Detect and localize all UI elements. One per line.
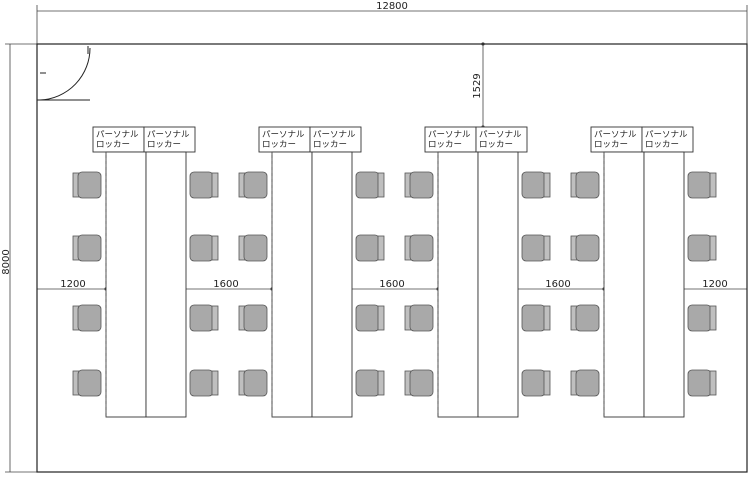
chair [355,369,385,397]
chair [570,369,600,397]
desk [643,151,685,418]
locker-label-line2: ロッカー [96,140,130,150]
chair [72,234,102,262]
chair [687,369,717,397]
chair [189,304,219,332]
locker-label-line2: ロッカー [262,140,296,150]
chair [687,171,717,199]
locker-label-line1: パーソナル [147,130,190,140]
chair [72,304,102,332]
chair [404,369,434,397]
dim-gap-3: 1600 [545,279,570,290]
chair [521,369,551,397]
dim-margin-left: 1200 [60,279,85,290]
chair [404,171,434,199]
door-symbol [37,46,91,101]
desk [145,151,187,418]
desk [311,151,353,418]
chair [189,171,219,199]
chair [238,304,268,332]
chair [521,304,551,332]
chair [238,234,268,262]
chair [687,304,717,332]
desk [271,151,313,418]
locker-label-line1: パーソナル [428,130,471,140]
chair [404,304,434,332]
chair [570,304,600,332]
dim-aisle-top: 1529 [472,73,483,98]
locker-label-line1: パーソナル [96,130,139,140]
chair [355,171,385,199]
chair [355,304,385,332]
chair [687,234,717,262]
locker-label-line1: パーソナル [645,130,688,140]
chair [72,369,102,397]
locker-label-line2: ロッカー [428,140,462,150]
locker-label-line2: ロッカー [479,140,513,150]
desk [105,151,147,418]
locker-label-line1: パーソナル [262,130,305,140]
chair [570,171,600,199]
locker-label-line1: パーソナル [479,130,522,140]
locker-label-line1: パーソナル [313,130,356,140]
dim-total-height: 8000 [1,249,12,274]
desk-islands: パーソナルロッカーパーソナルロッカーパーソナルロッカーパーソナルロッカーパーソナ… [72,126,717,418]
dim-gap-2: 1600 [379,279,404,290]
locker-label-line2: ロッカー [594,140,628,150]
chair [189,369,219,397]
locker-label-line2: ロッカー [645,140,679,150]
chair [72,171,102,199]
dim-total-width: 12800 [376,1,408,12]
chair [189,234,219,262]
chair [404,234,434,262]
desk [477,151,519,418]
dim-margin-right: 1200 [702,279,727,290]
chair [521,234,551,262]
chair [521,171,551,199]
chair [355,234,385,262]
dim-gap-1: 1600 [213,279,238,290]
desk [603,151,645,418]
chair [238,369,268,397]
locker-label-line2: ロッカー [147,140,181,150]
locker-label-line2: ロッカー [313,140,347,150]
chair [238,171,268,199]
chair [570,234,600,262]
desk [437,151,479,418]
room-outline [36,43,748,473]
locker-label-line1: パーソナル [594,130,637,140]
